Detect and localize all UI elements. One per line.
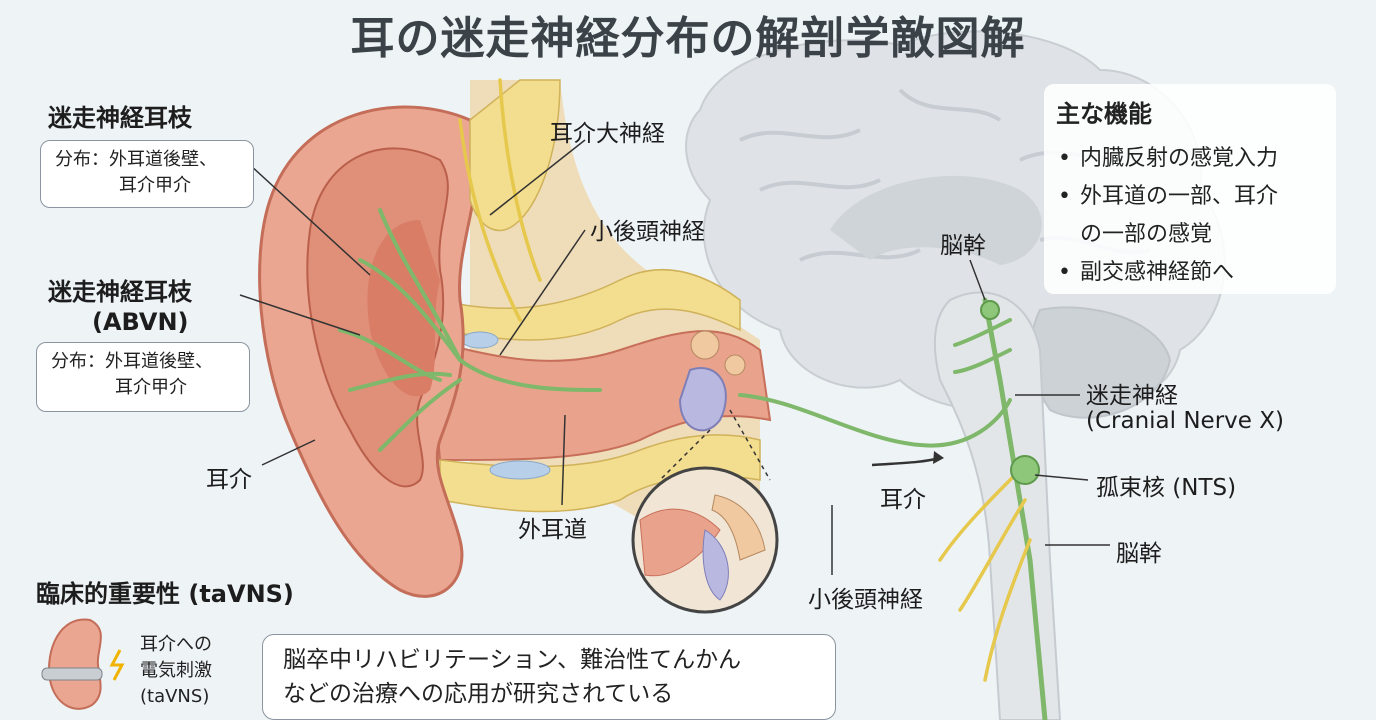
brainstem-ganglion [980, 300, 1000, 320]
distribution-line-1: 分布：外耳道後壁、 [51, 351, 213, 372]
label-nts: 孤束核 (NTS) [1096, 475, 1237, 501]
bullet: • [1058, 146, 1071, 171]
label-auricle-right: 耳介 [880, 487, 926, 513]
distribution-line-1: 分布：外耳道後壁、 [55, 149, 217, 170]
label-brainstem-bottom: 脳幹 [1116, 541, 1162, 567]
clinical-application-box: 脳卒中リハビリテーション、難治性てんかん などの治療への応用が研究されている [262, 634, 836, 720]
function-item: • 外耳道の一部、耳介 [1058, 178, 1278, 216]
magnified-inset [631, 466, 779, 614]
abvn-abbreviation: (ABVN) [92, 308, 189, 336]
application-line-2: などの治療への応用が研究されている [283, 681, 674, 707]
ear-stimulation-icon [41, 618, 125, 710]
label-vagus-nerve: 迷走神経 [1086, 383, 1178, 409]
function-text: 外耳道の一部、耳介 [1080, 184, 1279, 209]
distribution-line-2: 耳介甲介 [119, 175, 191, 196]
function-text: 内臓反射の感覚入力 [1080, 146, 1279, 171]
clinical-heading: 臨床的重要性 (taVNS) [36, 580, 294, 608]
auricle-illustration [258, 79, 561, 598]
functions-panel: 主な機能 • 内臓反射の感覚入力 • 外耳道の一部、耳介 の一部の感覚 • 副交感神経… [1044, 84, 1336, 294]
label-lesser-occipital-top: 小後頭神経 [590, 219, 705, 245]
cervical-nerves [458, 78, 1032, 682]
stimulation-label: 耳介への 電気刺激 (taVNS) [140, 632, 212, 710]
label-ear-canal: 外耳道 [518, 517, 587, 543]
bullet: • [1058, 184, 1071, 209]
distribution-line-2: 耳介甲介 [115, 377, 187, 398]
function-item: • 内臓反射の感覚入力 [1058, 140, 1278, 178]
ear-canal-section [428, 268, 772, 513]
function-item: • 副交感神経節へ [1058, 254, 1278, 292]
abvn-distribution-box-top: 分布：外耳道後壁、 耳介甲介 [40, 140, 254, 208]
function-text: の一部の感覚 [1080, 222, 1213, 247]
arrow-head [933, 451, 944, 464]
direction-arrow [871, 456, 941, 467]
leader-lines [239, 139, 1110, 575]
label-auricle-left: 耳介 [206, 467, 252, 493]
functions-list: • 内臓反射の感覚入力 • 外耳道の一部、耳介 の一部の感覚 • 副交感神経節へ [1058, 140, 1278, 292]
function-item: の一部の感覚 [1058, 216, 1278, 254]
diagram-title: 耳の迷走神経分布の解剖学敵図解 [350, 13, 1026, 64]
vagus-nerve-branches [338, 208, 1048, 720]
label-lesser-occipital-bottom: 小後頭神経 [808, 587, 923, 613]
nts-nucleus [1010, 455, 1040, 485]
abvn-heading-mid: 迷走神経耳枝 [48, 278, 192, 306]
label-great-auricular-nerve: 耳介大神経 [550, 121, 665, 147]
stimulation-label-line: 電気刺激 [140, 660, 212, 681]
label-cranial-nerve-x: (Cranial Nerve X) [1086, 408, 1284, 434]
stimulation-label-line: (taVNS) [140, 686, 210, 707]
label-brainstem-top: 脳幹 [940, 233, 986, 259]
abvn-heading-top: 迷走神経耳枝 [48, 104, 192, 132]
stimulation-label-line: 耳介への [140, 634, 212, 655]
function-text: 副交感神経節へ [1080, 260, 1235, 285]
bullet: • [1058, 260, 1071, 285]
application-line-1: 脳卒中リハビリテーション、難治性てんかん [283, 647, 742, 673]
functions-heading: 主な機能 [1056, 100, 1152, 128]
abvn-distribution-box-mid: 分布：外耳道後壁、 耳介甲介 [36, 342, 250, 412]
